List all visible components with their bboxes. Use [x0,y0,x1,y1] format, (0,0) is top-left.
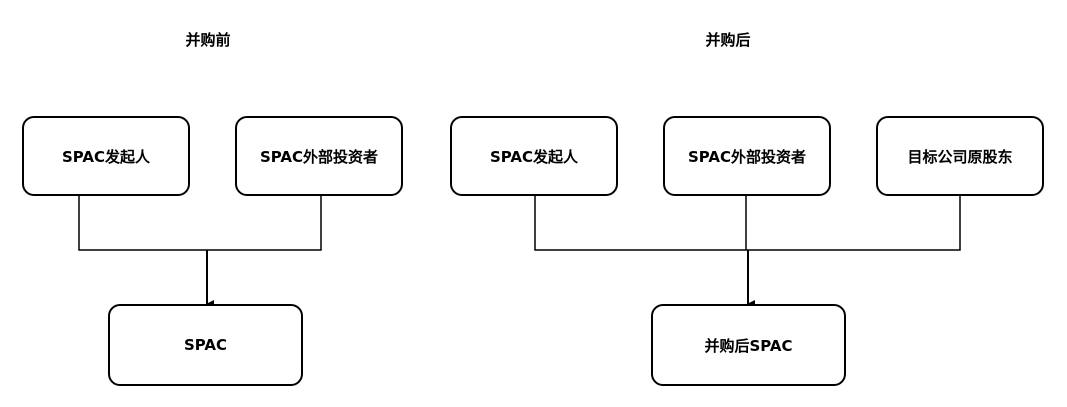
before-sponsor-box: SPAC发起人 [22,116,190,196]
after-title: 并购后 [705,31,751,49]
after-merge-line [534,195,961,251]
after-sponsor-box: SPAC发起人 [450,116,618,196]
before-spac-box: SPAC [108,304,303,386]
before-merge-line [78,195,322,251]
after-investor-box: SPAC外部投资者 [663,116,831,196]
before-title: 并购前 [185,31,231,49]
after-spac-box: 并购后SPAC [651,304,846,386]
before-investor-box: SPAC外部投资者 [235,116,403,196]
after-target-shareholders-box: 目标公司原股东 [876,116,1044,196]
